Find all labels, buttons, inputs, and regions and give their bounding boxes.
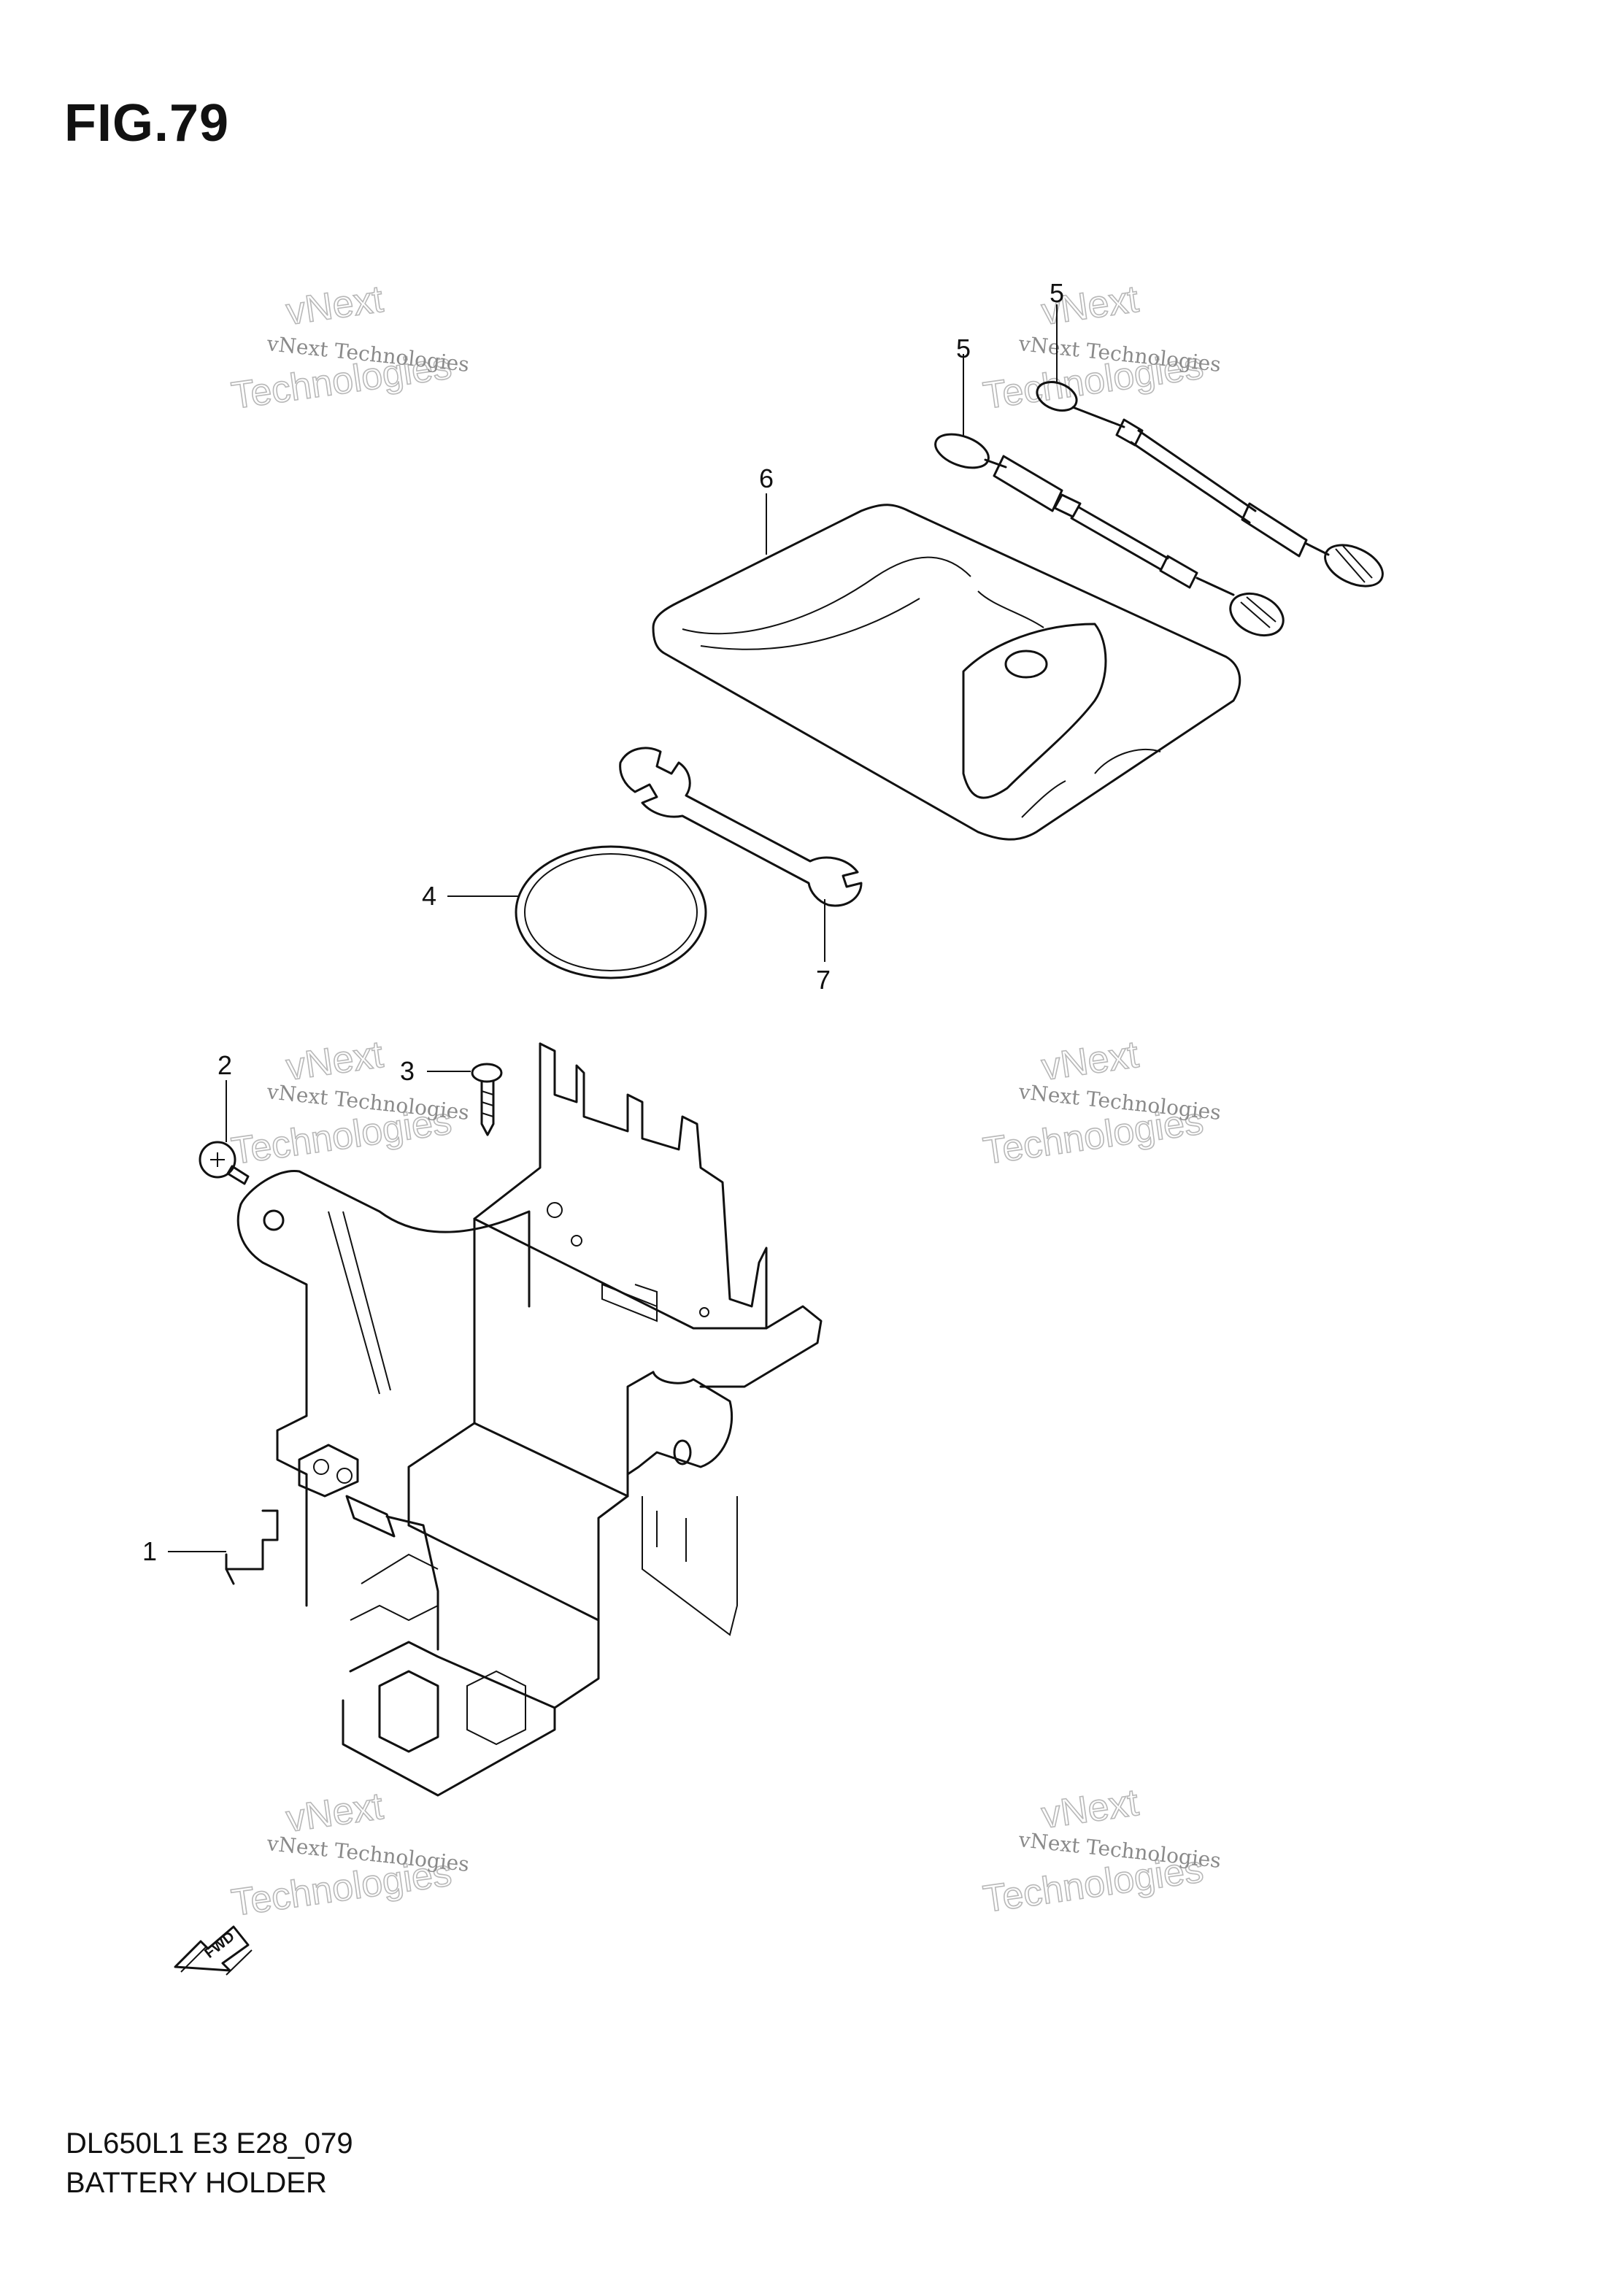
- callout-1: 1: [142, 1536, 157, 1566]
- part-4-band: [515, 845, 707, 979]
- watermark-top-left: vNext Technologies vNext Technologies: [228, 277, 471, 418]
- leader-lines: [168, 304, 1058, 1552]
- part-2-bolt: [199, 1141, 250, 1185]
- svg-text:vNext: vNext: [284, 1785, 386, 1841]
- part-1-battery-holder: [225, 1042, 823, 1797]
- figure-title: FIG.79: [64, 94, 230, 153]
- part-5-battery-cable-upper: [1036, 381, 1384, 588]
- part-7-wrench: [619, 747, 863, 907]
- callout-2: 2: [217, 1050, 232, 1080]
- watermark-mid-left: vNext Technologies vNext Technologies: [228, 1033, 471, 1174]
- callout-6: 6: [759, 463, 774, 493]
- svg-text:vNext: vNext: [1039, 1781, 1141, 1837]
- callout-5-upper: 5: [1050, 278, 1064, 308]
- part-6-tool-bag: [652, 504, 1241, 841]
- callout-5-lower: 5: [956, 334, 971, 363]
- watermark-mid-right: vNext Technologies vNext Technologies: [980, 1033, 1223, 1174]
- watermark-bottom-left: vNext Technologies vNext Technologies: [228, 1784, 471, 1925]
- callout-3: 3: [400, 1056, 415, 1086]
- svg-text:vNext: vNext: [1039, 1033, 1141, 1089]
- part-3-screw: [471, 1063, 503, 1136]
- part-5-battery-cable-lower: [934, 433, 1285, 637]
- footer: DL650L1 E3 E28_079 BATTERY HOLDER: [66, 2124, 353, 2203]
- diagram-code: DL650L1 E3 E28_079: [66, 2127, 353, 2160]
- fwd-arrow-icon: FWD: [174, 1925, 253, 1976]
- callout-7: 7: [816, 965, 831, 995]
- svg-text:vNext: vNext: [284, 278, 386, 334]
- watermark-top-right: vNext Technologies vNext Technologies: [980, 277, 1223, 418]
- diagram-title: BATTERY HOLDER: [66, 2167, 327, 2199]
- watermark-bottom-right: vNext Technologies vNext Technologies: [980, 1781, 1223, 1922]
- callout-4: 4: [422, 881, 436, 911]
- svg-text:vNext: vNext: [284, 1033, 386, 1089]
